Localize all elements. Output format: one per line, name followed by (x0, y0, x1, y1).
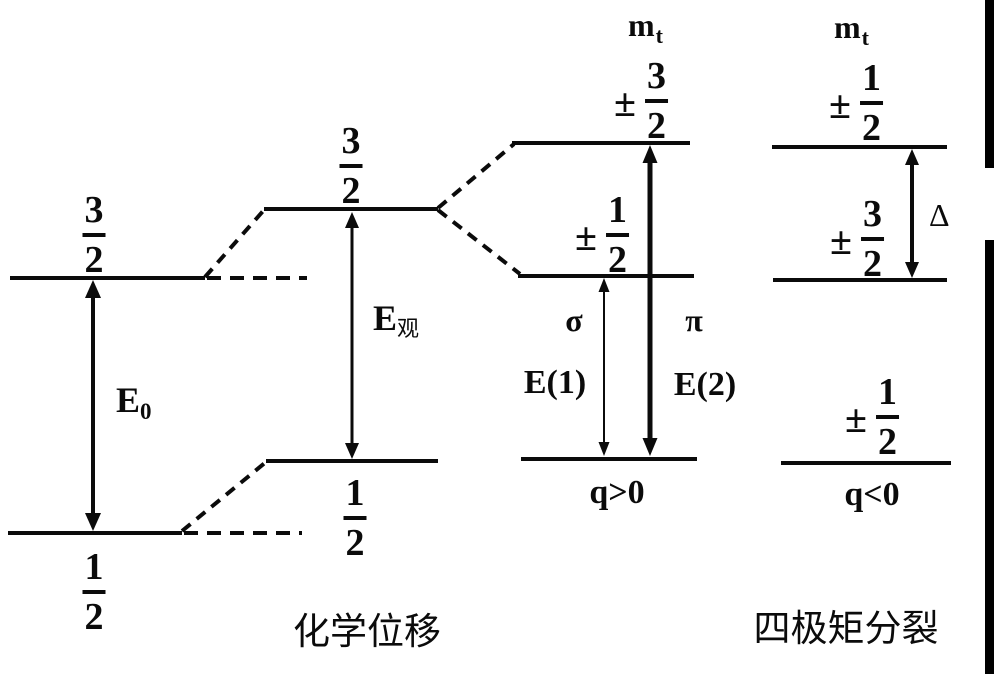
e0-transition-label: E0 (116, 380, 152, 423)
spin-label-left-excited: 3 2 (82, 189, 106, 281)
fraction-bar (82, 590, 106, 594)
split-diagonal-upper (436, 142, 516, 210)
fraction-numerator: 1 (345, 472, 365, 514)
mt-header-qpos: mt (628, 7, 663, 47)
e0-subscript: 0 (140, 399, 152, 424)
fraction-bar (859, 101, 883, 105)
fraction-numerator: 3 (862, 193, 882, 235)
spin-label-qpos-lower: ± 1 2 (575, 191, 629, 279)
fraction-bar (82, 233, 106, 237)
q-positive-condition: q>0 (589, 474, 645, 511)
fraction-numerator: 1 (861, 57, 881, 99)
fraction-numerator: 3 (341, 120, 361, 162)
mt-subscript: t (861, 25, 869, 50)
sigma-transition-label: σ (565, 302, 583, 338)
fraction-bar (343, 516, 367, 520)
splitting-arrow-delta (905, 149, 919, 278)
plus-minus-sign: ± (575, 214, 597, 259)
spin-label-qneg-middle: ± 3 2 (830, 195, 884, 283)
shift-diagonal-ground (180, 460, 268, 533)
fraction-denominator: 2 (862, 243, 882, 285)
plus-minus-sign: ± (614, 80, 636, 125)
fraction-denominator: 2 (646, 105, 666, 147)
fraction: 1 2 (605, 189, 629, 281)
e0-base: E (116, 380, 141, 420)
fraction-bar (605, 233, 629, 237)
caption-quadrupole-splitting: 四极矩分裂 (753, 609, 939, 650)
mt-subscript: t (655, 23, 663, 48)
delta-splitting-label: Δ (929, 197, 950, 233)
fraction-denominator: 2 (607, 239, 627, 281)
spin-label-qneg-bottom: ± 1 2 (845, 373, 899, 461)
fraction-denominator: 2 (345, 522, 365, 564)
plus-minus-sign: ± (830, 218, 852, 263)
mt-base: m (834, 9, 861, 45)
transition-arrow-e0 (85, 280, 101, 531)
fraction-denominator: 2 (84, 596, 104, 638)
fraction-bar (339, 164, 363, 168)
fraction-bar (875, 415, 899, 419)
fraction-denominator: 2 (877, 421, 897, 463)
fraction-numerator: 3 (646, 55, 666, 97)
fraction: 3 2 (644, 55, 668, 147)
fraction: 1 2 (875, 371, 899, 463)
e2-transition-label: E(2) (673, 366, 737, 403)
fraction-numerator: 1 (84, 546, 104, 588)
spin-label-shifted-excited: 3 2 (339, 120, 363, 212)
right-edge-bar-top (985, 0, 994, 168)
plus-minus-sign: ± (845, 396, 867, 441)
eobs-subscript: 观 (397, 316, 420, 341)
q-negative-condition: q<0 (844, 476, 900, 513)
transition-arrow-e2-pi (642, 145, 658, 456)
split-diagonal-lower (436, 208, 522, 276)
e1-transition-label: E(1) (523, 364, 587, 401)
spin-label-qpos-upper: ± 3 2 (614, 57, 668, 145)
eobs-base: E (373, 298, 398, 338)
mt-header-qneg: mt (834, 9, 869, 49)
spin-label-left-ground: 1 2 (82, 546, 106, 638)
transition-arrow-eobs (345, 212, 359, 459)
mt-base: m (628, 7, 655, 43)
spin-label-qneg-upper: ± 1 2 (829, 59, 883, 147)
fraction-bar (644, 99, 668, 103)
fraction-denominator: 2 (84, 239, 104, 281)
fraction: 3 2 (860, 193, 884, 285)
eobs-transition-label: E观 (373, 298, 419, 340)
caption-chemical-shift: 化学位移 (293, 612, 441, 653)
fraction-denominator: 2 (341, 170, 361, 212)
fraction-numerator: 1 (607, 189, 627, 231)
pi-transition-label: π (685, 302, 703, 338)
fraction-denominator: 2 (861, 107, 881, 149)
shift-diagonal-excited (203, 208, 266, 279)
plus-minus-sign: ± (829, 82, 851, 127)
transition-arrow-e1-sigma (598, 278, 610, 456)
fraction-bar (860, 237, 884, 241)
right-edge-bar-bottom (985, 240, 994, 674)
fraction: 1 2 (859, 57, 883, 149)
fraction-numerator: 3 (84, 189, 104, 231)
spin-label-shifted-ground: 1 2 (343, 472, 367, 564)
fraction-numerator: 1 (877, 371, 897, 413)
